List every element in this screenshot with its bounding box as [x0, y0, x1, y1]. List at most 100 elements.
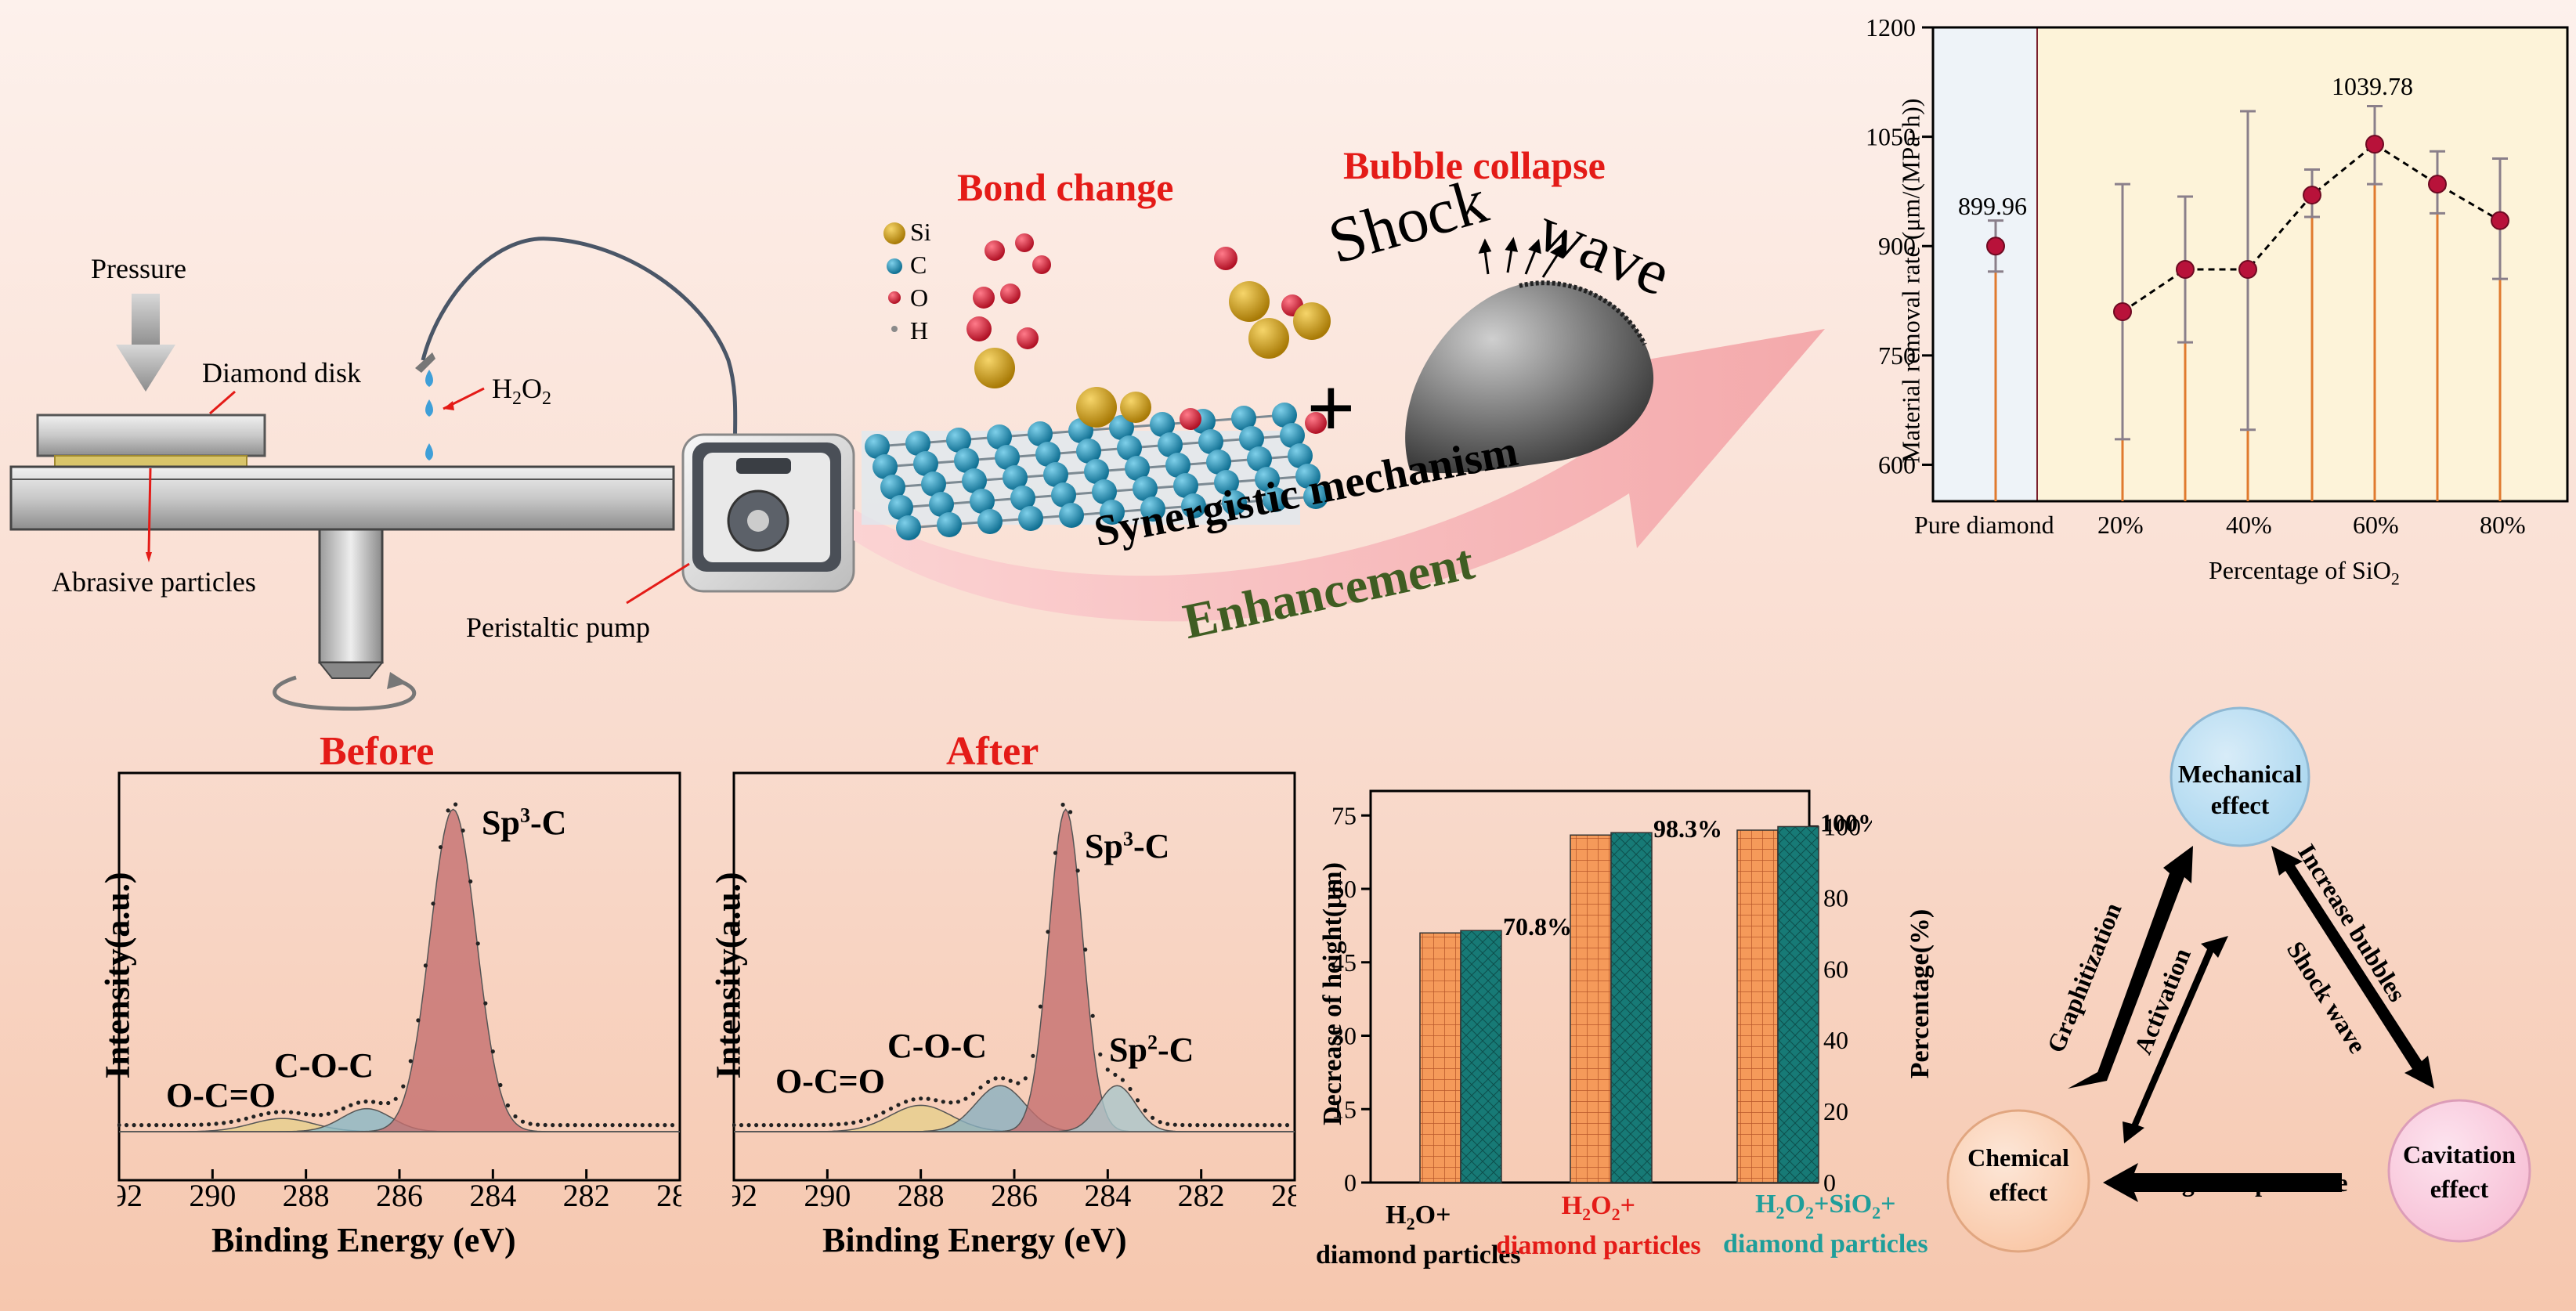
xps-after-data-point — [1233, 1123, 1237, 1128]
xps-after-data-point — [1202, 1123, 1207, 1128]
xps-before-data-point — [580, 1123, 585, 1128]
h2o2-droplets-icon — [425, 370, 433, 460]
xps-before-data-point — [618, 1123, 623, 1128]
carbon-atom-41 — [1214, 470, 1239, 495]
xps-after-data-point — [888, 1107, 894, 1111]
carbon-atom-1 — [905, 431, 930, 456]
mrr-point-6 — [2428, 175, 2447, 194]
xps-after-data-point — [851, 1120, 856, 1125]
xps-before-data-point — [423, 963, 428, 968]
carbon-atom-43 — [1295, 464, 1321, 489]
xps-after-xtick-label: 288 — [898, 1178, 945, 1213]
carbon-atom-37 — [1051, 482, 1076, 507]
xps-before-data-point — [258, 1112, 263, 1117]
xps-after-data-point — [941, 1100, 945, 1104]
mrr-xtick-80: 80% — [2480, 511, 2526, 539]
carbon-atom-3 — [987, 424, 1012, 450]
xps-after-data-point — [1225, 1123, 1230, 1128]
mrr-ytick-label: 750 — [1878, 341, 1916, 370]
xps-after-data-point — [1008, 1078, 1013, 1083]
xps-before-data-point — [139, 1123, 144, 1128]
carbon-atom-2 — [946, 428, 971, 453]
xps-after-data-point — [858, 1118, 863, 1124]
xps-before-oco-label: O-C=O — [166, 1076, 276, 1114]
legend-o-ball — [888, 291, 901, 304]
xps-before-data-point — [311, 1113, 316, 1118]
xps-after-data-point — [739, 1123, 744, 1128]
xps-before-data-point — [602, 1123, 608, 1128]
xps-before-data-point — [319, 1113, 323, 1118]
xps-before-coc-label: C-O-C — [274, 1046, 374, 1085]
bar-ytick-label: 60 — [1331, 875, 1357, 903]
xps-before-data-point — [132, 1123, 136, 1128]
xps-before-data-point — [184, 1122, 189, 1128]
xps-after-data-point — [926, 1096, 930, 1101]
bar-cat2: H2O2+ diamond particles — [1496, 1191, 1701, 1260]
xps-before-data-point — [222, 1121, 226, 1125]
mrr-xtick-40: 40% — [2226, 511, 2272, 539]
mrr-point-4 — [2303, 186, 2321, 205]
xps-after-data-point — [993, 1076, 998, 1081]
collapsing-bubble-icon — [1405, 280, 1654, 474]
xps-before-data-point — [475, 941, 480, 946]
bar-percent-label-1: 98.3% — [1653, 814, 1722, 843]
xps-after-data-point — [1284, 1123, 1290, 1128]
xps-before-data-point — [378, 1100, 383, 1106]
carbon-atom-19 — [1198, 429, 1223, 454]
xps-after-data-point — [956, 1100, 960, 1104]
xps-after-data-point — [1210, 1123, 1215, 1128]
mrr-ytick-label: 1200 — [1866, 13, 1916, 42]
mrr-point-7 — [2491, 211, 2509, 230]
xps-before-peak-2 — [119, 808, 680, 1132]
xps-after-peak-3 — [734, 1085, 1295, 1132]
xps-before-data-point — [670, 1123, 675, 1128]
xps-before-data-point — [453, 802, 458, 807]
xps-before-data-point — [528, 1121, 533, 1126]
xps-before-ylabel: Intensity(a.u.) — [98, 872, 137, 1079]
xps-before-data-point — [296, 1111, 301, 1115]
xps-after-data-point — [1165, 1121, 1170, 1126]
carbon-atom-17 — [1117, 435, 1142, 460]
xps-after-data-point — [896, 1103, 901, 1107]
xps-before-data-point — [191, 1122, 197, 1127]
xps-after-data-point — [1016, 1081, 1021, 1085]
xps-before-data-point — [304, 1112, 309, 1117]
carbon-atom-44 — [896, 515, 921, 540]
xps-before-xtick-label: 288 — [283, 1178, 330, 1213]
xps-after-ylabel: Intensity(a.u.) — [709, 872, 748, 1079]
xps-before-data-point — [543, 1122, 547, 1128]
xps-before-data-point — [565, 1123, 570, 1128]
bar-percent-label-0: 70.8% — [1503, 912, 1572, 941]
carbon-atom-28 — [1125, 456, 1150, 481]
carbon-atom-20 — [1239, 426, 1264, 451]
carbon-atom-38 — [1092, 479, 1117, 504]
xps-after-data-point — [1151, 1115, 1155, 1120]
xps-before-data-point — [356, 1100, 361, 1105]
carbon-atom-15 — [1035, 442, 1060, 467]
xps-after-data-point — [1255, 1123, 1259, 1128]
carbon-atom-50 — [1140, 497, 1165, 522]
carbon-atom-21 — [1280, 423, 1305, 448]
xps-before-data-point — [595, 1123, 600, 1128]
carbon-atom-47 — [1018, 506, 1043, 531]
xps-before-data-point — [587, 1123, 593, 1128]
xps-before-data-point — [393, 1096, 398, 1101]
xps-before-data-point — [266, 1111, 271, 1115]
xps-before-data-point — [161, 1123, 166, 1128]
xps-after-data-point — [1187, 1123, 1192, 1128]
xps-after-data-point — [1248, 1123, 1252, 1128]
xps-after-data-point — [963, 1096, 968, 1101]
xps-after-data-point — [948, 1100, 953, 1105]
mrr-point-0 — [1986, 237, 2005, 256]
mrr-point-3 — [2238, 260, 2257, 280]
xps-after-data-point — [814, 1122, 818, 1128]
polishing-apparatus — [9, 237, 855, 711]
xps-before-data-point — [663, 1123, 667, 1128]
mrr-ylabel: Material removal rate (μm/(MPa·h)) — [1896, 98, 1925, 464]
h2o2-label: H2O2 — [492, 373, 551, 410]
bar-height-0 — [1419, 932, 1461, 1183]
mrr-xtick-20: 20% — [2097, 511, 2144, 539]
xps-before-data-point — [573, 1123, 577, 1128]
plus-sign: + — [1306, 360, 1356, 456]
